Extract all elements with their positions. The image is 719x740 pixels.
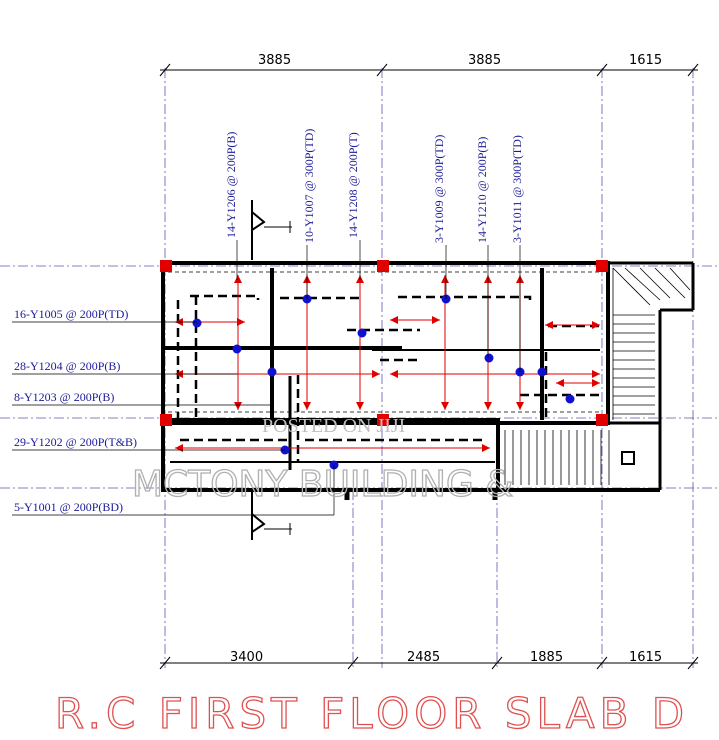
column [160,260,172,272]
bar-marker [192,318,202,328]
bar-marker [357,328,367,338]
column [596,414,608,426]
column [596,260,608,272]
callout-y1202: 29-Y1202 @ 200P(T&B) [14,435,137,449]
top-dimension-2: 3885 [468,53,501,68]
callout-y1208: 14-Y1208 @ 200P(T) [346,132,360,238]
section-marker-top [251,200,292,260]
bar-marker [537,367,547,377]
column [160,414,172,426]
bar-marker [565,394,575,404]
bottom-dimension-4: 1615 [629,650,662,665]
columns [160,260,608,426]
callout-y1001: 5-Y1001 @ 200P(BD) [14,500,123,514]
callout-y1011: 3-Y1011 @ 300P(TD) [510,135,524,243]
top-dimension-1: 3885 [258,53,291,68]
drawing-title: R.C FIRST FLOOR SLAB D [55,689,689,738]
bar-marker [232,344,242,354]
watermark-line2: MCTONY BUILDING & [132,464,513,505]
section-marker-bottom [251,492,292,540]
callout-y1005: 16-Y1005 @ 200P(TD) [14,307,128,321]
column [377,260,389,272]
bottom-dimension-3: 1885 [530,650,563,665]
callout-y1206: 14-Y1206 @ 200P(B) [224,132,238,238]
bar-marker [267,367,277,377]
bar-markers [192,294,575,470]
callout-y1203: 8-Y1203 @ 200P(B) [14,390,114,404]
top-dimension-line [159,63,699,77]
bottom-dimension-1: 3400 [230,650,263,665]
callout-y1210: 14-Y1210 @ 200P(B) [475,137,489,243]
bottom-dimension-2: 2485 [407,650,440,665]
callout-y1204: 28-Y1204 @ 200P(B) [14,359,120,373]
callout-y1009: 3-Y1009 @ 300P(TD) [432,135,446,243]
top-dimension-3: 1615 [629,53,662,68]
bar-marker [484,353,494,363]
watermark-line1: POSTED ON JIJI [262,415,405,437]
callout-y1007: 10-Y1007 @ 300P(TD) [302,129,316,243]
column [377,414,389,426]
callout-leaders [12,240,521,516]
staircase [504,267,691,485]
bottom-dimension-line [159,656,699,670]
